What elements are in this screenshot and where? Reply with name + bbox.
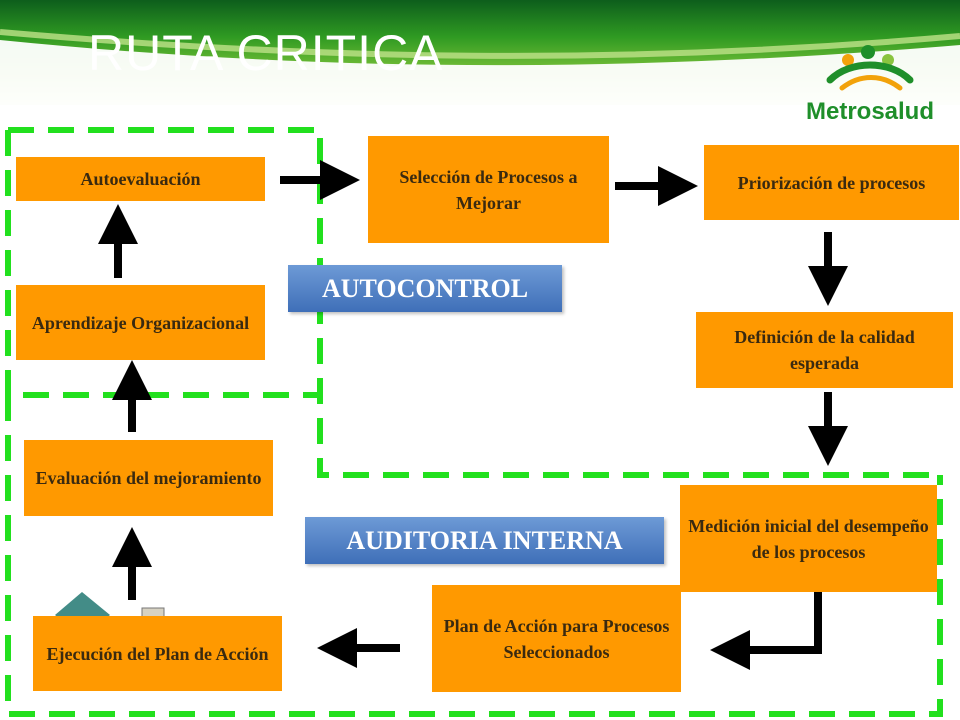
- step-plan: Plan de Acción para Procesos Seleccionad…: [432, 585, 681, 692]
- step-aprendizaje: Aprendizaje Organizacional: [16, 285, 265, 360]
- auditoria-interna-label: AUDITORIA INTERNA: [305, 517, 664, 564]
- metrosalud-logo-icon: [826, 45, 914, 91]
- step-seleccion: Selección de Procesos a Mejorar: [368, 136, 609, 243]
- header-wave: [0, 29, 960, 105]
- step-medicion: Medición inicial del desempeño de los pr…: [680, 485, 937, 592]
- step-ejecucion: Ejecución del Plan de Acción: [33, 616, 282, 691]
- autocontrol-label: AUTOCONTROL: [288, 265, 562, 312]
- arrow-medicion-to-plan: [710, 585, 822, 670]
- page-title: RUTA CRITICA: [88, 25, 444, 81]
- step-priorizacion: Priorización de procesos: [704, 145, 959, 220]
- step-evaluacion: Evaluación del mejoramiento: [24, 440, 273, 516]
- logo-text: Metrosalud: [805, 98, 934, 125]
- step-autoevaluacion: Autoevaluación: [16, 157, 265, 201]
- auditoria-region-border: [5, 395, 943, 717]
- header-banner: RUTA CRITICA: [0, 0, 960, 105]
- metrosalud-logo: Metrosalud: [790, 40, 950, 130]
- step-definicion: Definición de la calidad esperada: [696, 312, 953, 388]
